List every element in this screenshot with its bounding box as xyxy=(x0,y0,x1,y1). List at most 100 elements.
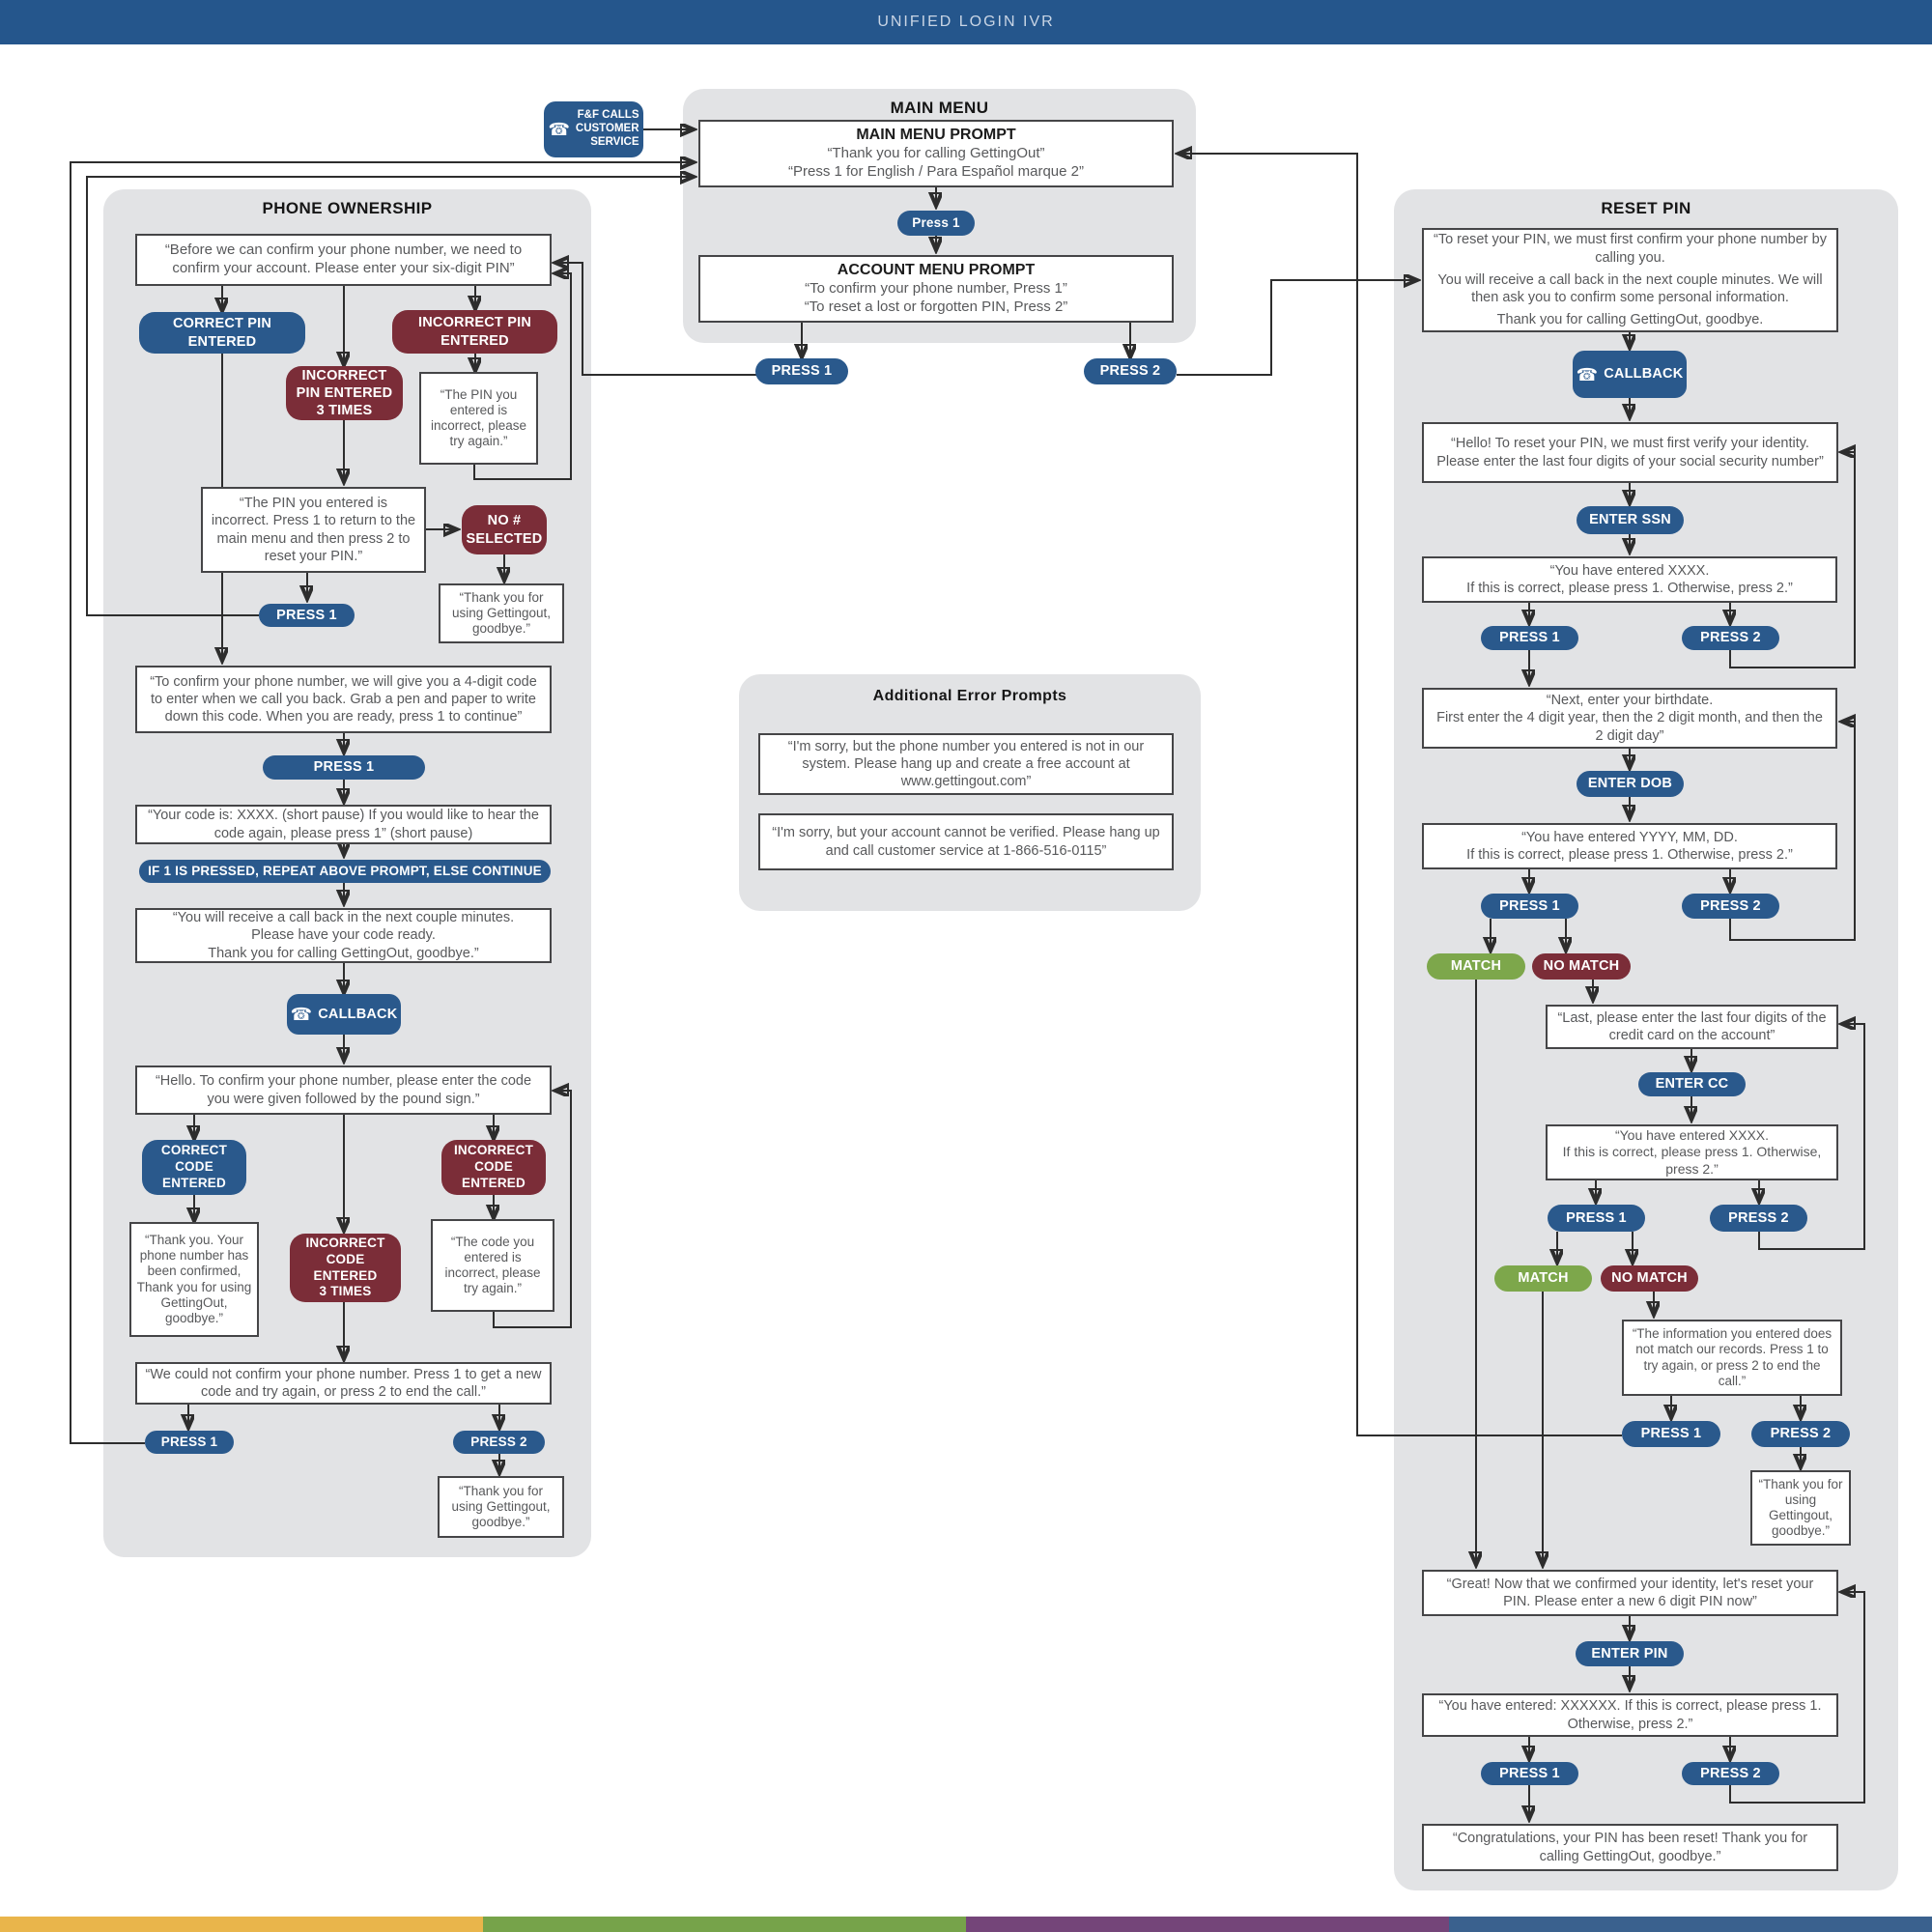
pill-label: PRESS 1 xyxy=(1499,630,1560,646)
dob-prompt-box: “Next, enter your birthdate. First enter… xyxy=(1422,688,1837,749)
main-menu-prompt-body: “Thank you for calling GettingOut” “Pres… xyxy=(788,145,1084,181)
press-1-pill: Press 1 xyxy=(897,211,975,236)
phone-icon: ☎ xyxy=(548,120,570,139)
pill-label: MATCH xyxy=(1518,1270,1569,1287)
footer-bar-segment-blue xyxy=(1449,1917,1932,1932)
press-2-pill: PRESS 2 xyxy=(1084,358,1177,384)
cc-prompt-box: “Last, please enter the last four digits… xyxy=(1546,1005,1838,1049)
main-menu-prompt-heading: MAIN MENU PROMPT xyxy=(856,127,1016,144)
incorrect-pin-pill: INCORRECT PIN ENTERED xyxy=(392,310,557,354)
pill-label: PRESS 1 xyxy=(160,1434,218,1449)
code-read-box: “Your code is: XXXX. (short pause) If yo… xyxy=(135,805,552,844)
entry-label: F&F CALLS CUSTOMER SERVICE xyxy=(575,109,639,148)
pill-label: PRESS 2 xyxy=(1099,363,1161,380)
incorrect-pin-3-pill: INCORRECT PIN ENTERED 3 TIMES xyxy=(286,366,403,420)
pill-label: PRESS 2 xyxy=(470,1434,527,1449)
pill-label: PRESS 1 xyxy=(276,607,337,623)
press-2-pill: PRESS 2 xyxy=(1710,1205,1807,1232)
goodbye-box: “Thank you for using Gettingout, goodbye… xyxy=(438,1476,564,1538)
press-2-pill: PRESS 2 xyxy=(1682,1762,1779,1785)
reset-intro-line3: Thank you for calling GettingOut, goodby… xyxy=(1496,312,1764,328)
main-menu-title: MAIN MENU xyxy=(890,99,989,117)
enter-cc-pill: ENTER CC xyxy=(1638,1072,1746,1096)
code-intro-box: “To confirm your phone number, we will g… xyxy=(135,666,552,733)
enter-dob-pill: ENTER DOB xyxy=(1577,771,1684,797)
press-1-pill: PRESS 1 xyxy=(1622,1421,1720,1447)
callback-notice-box: “You will receive a call back in the nex… xyxy=(135,908,552,963)
press-1-pill: PRESS 1 xyxy=(755,358,848,384)
press-1-pill: PRESS 1 xyxy=(145,1431,234,1454)
pill-label: PRESS 1 xyxy=(1640,1426,1702,1442)
account-menu-prompt-body: “To confirm your phone number, Press 1” … xyxy=(804,280,1068,316)
press-1-pill: PRESS 1 xyxy=(1548,1205,1645,1232)
pill-label: INCORRECT CODE ENTERED xyxy=(453,1143,534,1190)
ssn-confirm-box: “You have entered XXXX. If this is corre… xyxy=(1422,556,1837,603)
pill-label: NO MATCH xyxy=(1611,1270,1688,1287)
not-in-system-box: “I'm sorry, but the phone number you ent… xyxy=(758,733,1174,795)
callback-pill: ☎ CALLBACK xyxy=(287,994,401,1035)
press-1-pill: PRESS 1 xyxy=(263,755,425,780)
goodbye-box: “Thank you for using Gettingout, goodbye… xyxy=(439,583,564,643)
pill-label: PRESS 2 xyxy=(1728,1209,1789,1226)
press-1-pill: PRESS 1 xyxy=(259,604,355,627)
pin-try-again-box: “The PIN you entered is incorrect, pleas… xyxy=(419,372,538,465)
pill-label: PRESS 1 xyxy=(313,759,375,776)
press-1-pill: PRESS 1 xyxy=(1481,1762,1578,1785)
page-title: UNIFIED LOGIN IVR xyxy=(877,14,1055,30)
pill-label: INCORRECT PIN ENTERED 3 TIMES xyxy=(296,367,393,419)
press-2-pill: PRESS 2 xyxy=(1682,894,1779,919)
match-pill: MATCH xyxy=(1427,953,1525,980)
goodbye-box: “Thank you for using Gettingout, goodbye… xyxy=(1750,1470,1851,1546)
pill-label: NO MATCH xyxy=(1543,958,1620,975)
dob-confirm-box: “You have entered YYYY, MM, DD. If this … xyxy=(1422,823,1837,869)
pin-prompt-box: “Before we can confirm your phone number… xyxy=(135,234,552,286)
pill-label: INCORRECT CODE ENTERED 3 TIMES xyxy=(305,1235,385,1299)
reset-great-box: “Great! Now that we confirmed your ident… xyxy=(1422,1570,1838,1616)
footer-bar-segment-purple xyxy=(966,1917,1449,1932)
verify-identity-box: “Hello! To reset your PIN, we must first… xyxy=(1422,422,1838,483)
correct-code-pill: CORRECT CODE ENTERED xyxy=(142,1140,246,1195)
no-match-message-box: “The information you entered does not ma… xyxy=(1622,1320,1842,1396)
pin-return-menu-box: “The PIN you entered is incorrect. Press… xyxy=(201,487,426,573)
press-2-pill: PRESS 2 xyxy=(1751,1421,1850,1447)
pill-label: PRESS 2 xyxy=(1700,1765,1761,1781)
title-bar: UNIFIED LOGIN IVR xyxy=(0,0,1932,44)
pill-label: INCORRECT PIN ENTERED xyxy=(418,315,531,349)
incorrect-code-3-pill: INCORRECT CODE ENTERED 3 TIMES xyxy=(290,1234,401,1302)
additional-errors-title: Additional Error Prompts xyxy=(872,688,1067,704)
press-2-pill: PRESS 2 xyxy=(453,1431,545,1454)
footer-bar-segment-yellow xyxy=(0,1917,483,1932)
phone-icon: ☎ xyxy=(290,1005,313,1024)
reset-pin-title: RESET PIN xyxy=(1601,199,1691,217)
incorrect-code-pill: INCORRECT CODE ENTERED xyxy=(441,1140,546,1195)
pill-label: NO # SELECTED xyxy=(466,513,543,547)
callback-pill: ☎ CALLBACK xyxy=(1573,351,1687,398)
pill-label: CORRECT CODE ENTERED xyxy=(160,1143,228,1190)
pill-label: PRESS 1 xyxy=(1499,897,1560,914)
footer-bar-segment-green xyxy=(483,1917,966,1932)
press-2-pill: PRESS 2 xyxy=(1682,626,1779,650)
enter-ssn-pill: ENTER SSN xyxy=(1577,506,1684,534)
pill-label: PRESS 2 xyxy=(1700,630,1761,646)
pill-label: ENTER DOB xyxy=(1587,776,1673,792)
congrats-box: “Congratulations, your PIN has been rese… xyxy=(1422,1824,1838,1871)
pill-label: Press 1 xyxy=(912,214,960,230)
no-number-selected-pill: NO # SELECTED xyxy=(462,505,547,554)
no-match-pill: NO MATCH xyxy=(1601,1265,1698,1292)
pill-label: PRESS 2 xyxy=(1770,1426,1832,1442)
enter-pin-pill: ENTER PIN xyxy=(1576,1641,1684,1666)
phone-ownership-title: PHONE OWNERSHIP xyxy=(262,199,433,217)
no-match-pill: NO MATCH xyxy=(1532,953,1631,980)
correct-pin-pill: CORRECT PIN ENTERED xyxy=(139,312,305,354)
pill-label: PRESS 2 xyxy=(1700,897,1761,914)
pill-label: ENTER CC xyxy=(1655,1076,1729,1093)
pill-label: MATCH xyxy=(1450,958,1502,975)
main-menu-prompt-box: MAIN MENU PROMPT “Thank you for calling … xyxy=(698,120,1174,187)
pill-label: PRESS 1 xyxy=(1499,1765,1560,1781)
phone-icon: ☎ xyxy=(1576,364,1599,384)
account-menu-prompt-box: ACCOUNT MENU PROMPT “To confirm your pho… xyxy=(698,255,1174,323)
pill-label: IF 1 IS PRESSED, REPEAT ABOVE PROMPT, EL… xyxy=(148,863,542,878)
repeat-rule-pill: IF 1 IS PRESSED, REPEAT ABOVE PROMPT, EL… xyxy=(139,860,551,883)
